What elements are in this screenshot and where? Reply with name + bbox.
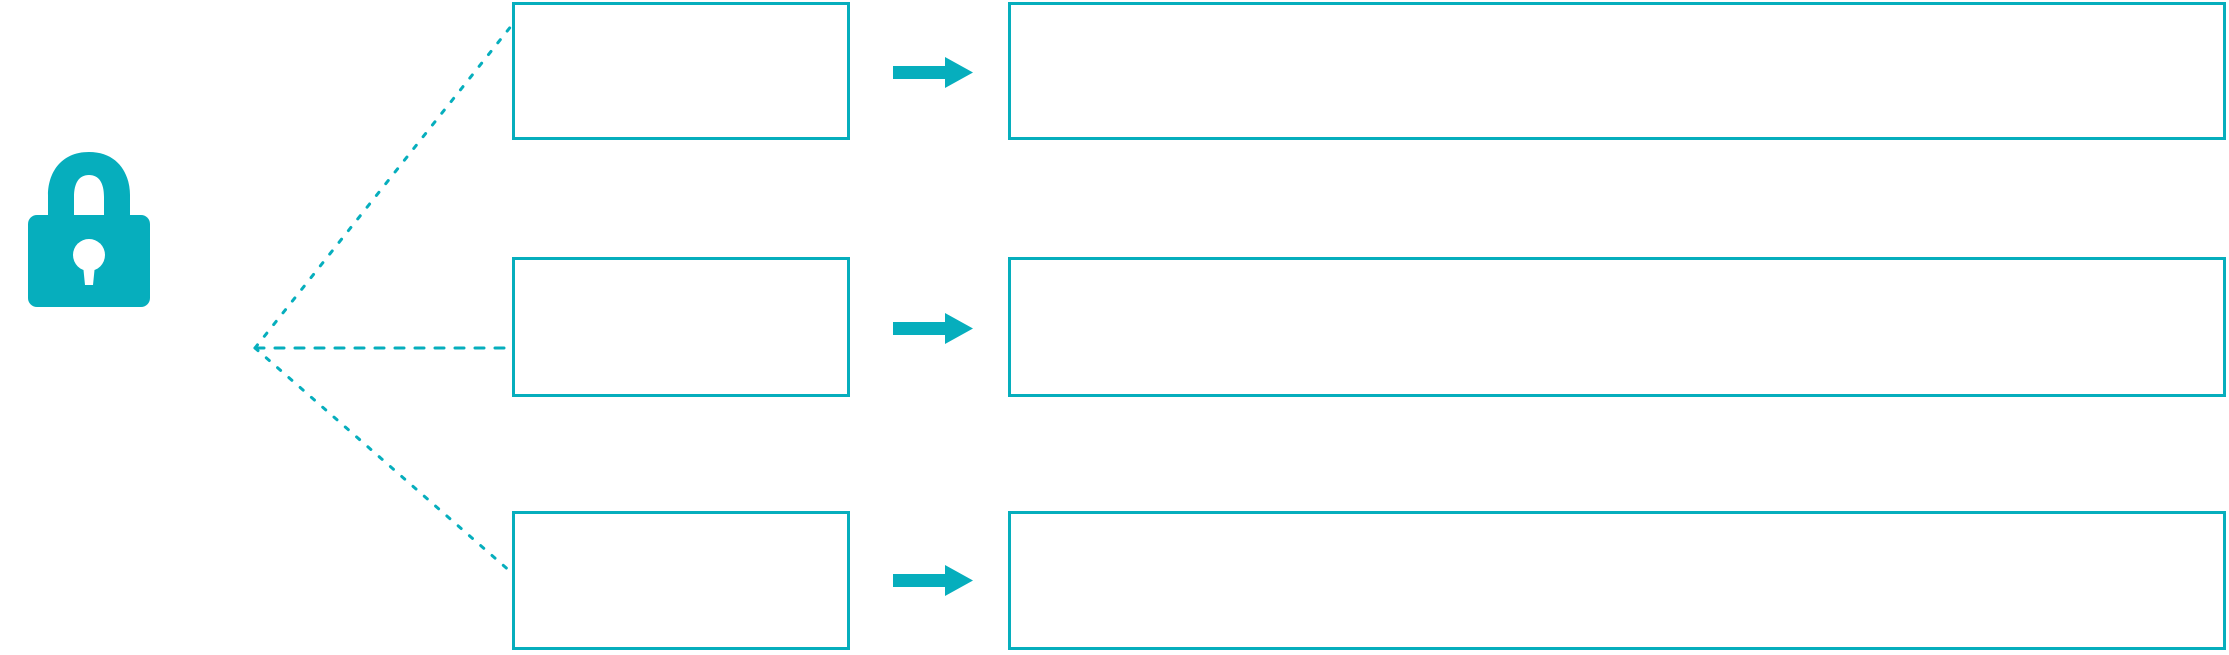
target-box-3-label [1011,514,2223,647]
arrow-right-2 [893,313,973,344]
target-box-1-label [1011,5,2223,137]
connector-line-1 [253,23,514,350]
arrow-right-1 [893,57,973,88]
target-box-2-label [1011,260,2223,394]
source-box-1-label [515,5,847,137]
lock-icon-glyph [28,152,150,307]
source-box-2-label [515,260,847,394]
connector-line-3 [253,346,514,575]
source-box-3-label [515,514,847,647]
arrow-right-icon [893,565,973,596]
source-box-2[interactable] [512,257,850,397]
source-box-3[interactable] [512,511,850,650]
target-box-1[interactable] [1008,2,2226,140]
arrow-right-icon [893,57,973,88]
source-box-1[interactable] [512,2,850,140]
arrow-right-3 [893,565,973,596]
lock-icon [28,152,150,307]
target-box-2[interactable] [1008,257,2226,397]
arrow-right-icon [893,313,973,344]
target-box-3[interactable] [1008,511,2226,650]
